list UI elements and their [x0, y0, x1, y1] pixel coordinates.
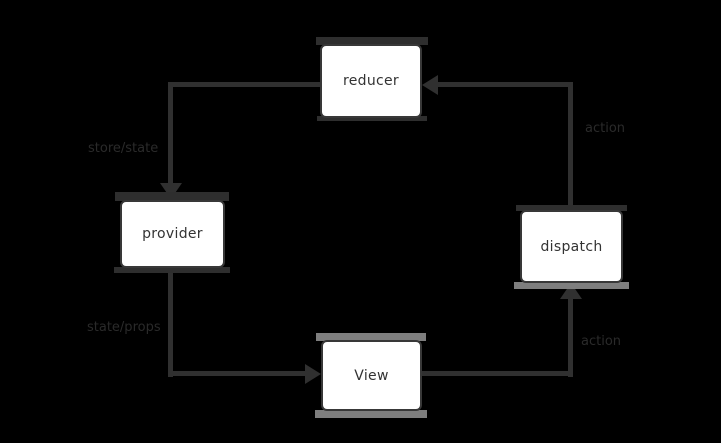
node-dispatch-label: dispatch — [540, 238, 603, 255]
arrowhead-into-reducer — [422, 75, 438, 95]
edge-dispatch-to-reducer-horizontal — [437, 82, 573, 87]
node-view: View — [321, 340, 422, 411]
node-provider: provider — [120, 200, 225, 268]
edge-view-to-dispatch-vertical — [568, 297, 573, 377]
node-view-label: View — [354, 367, 389, 384]
arrowhead-into-view — [305, 364, 321, 384]
node-reducer: reducer — [320, 44, 422, 118]
edge-view-to-dispatch-horizontal — [422, 371, 573, 376]
edge-label-action-bottom: action — [581, 334, 622, 349]
node-provider-label: provider — [142, 226, 203, 242]
reducer-shadow-band-bottom — [317, 116, 427, 121]
edge-reducer-to-provider-vertical — [168, 82, 173, 184]
edge-dispatch-to-reducer-vertical — [568, 82, 573, 210]
reducer-shadow-band-top — [316, 37, 428, 45]
edge-label-action-top: action — [585, 121, 626, 136]
node-reducer-label: reducer — [343, 73, 399, 89]
edge-label-state-props: state/props — [87, 320, 161, 335]
dispatch-shadow-band-top — [516, 205, 627, 211]
view-shadow-band-bottom — [315, 410, 427, 418]
edge-provider-to-view-vertical — [168, 268, 173, 377]
edge-provider-to-view-horizontal — [168, 371, 306, 376]
edge-reducer-to-provider-horizontal — [168, 82, 320, 87]
provider-shadow-band-bottom — [114, 267, 230, 273]
view-shadow-band-top — [316, 333, 426, 341]
provider-shadow-band-top — [115, 192, 229, 201]
edge-label-store-state: store/state — [88, 141, 159, 156]
dispatch-shadow-band-bottom — [514, 282, 629, 289]
node-dispatch: dispatch — [520, 210, 623, 283]
